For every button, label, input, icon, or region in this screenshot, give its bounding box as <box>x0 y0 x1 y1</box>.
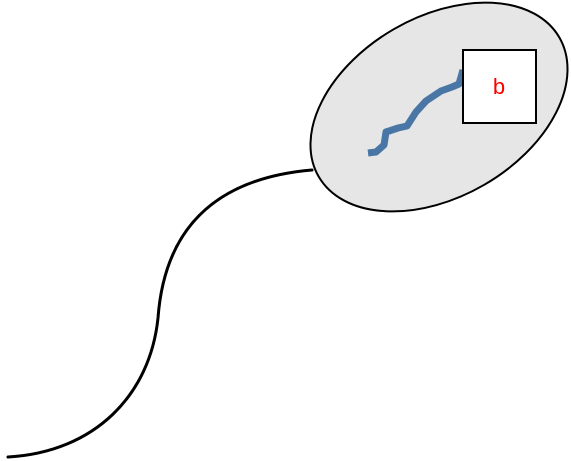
label-box-text: b <box>493 74 505 99</box>
squiggle-line <box>367 69 467 157</box>
connector-curve <box>6 168 314 459</box>
label-box <box>462 49 537 124</box>
gray-ellipse <box>309 1 569 213</box>
